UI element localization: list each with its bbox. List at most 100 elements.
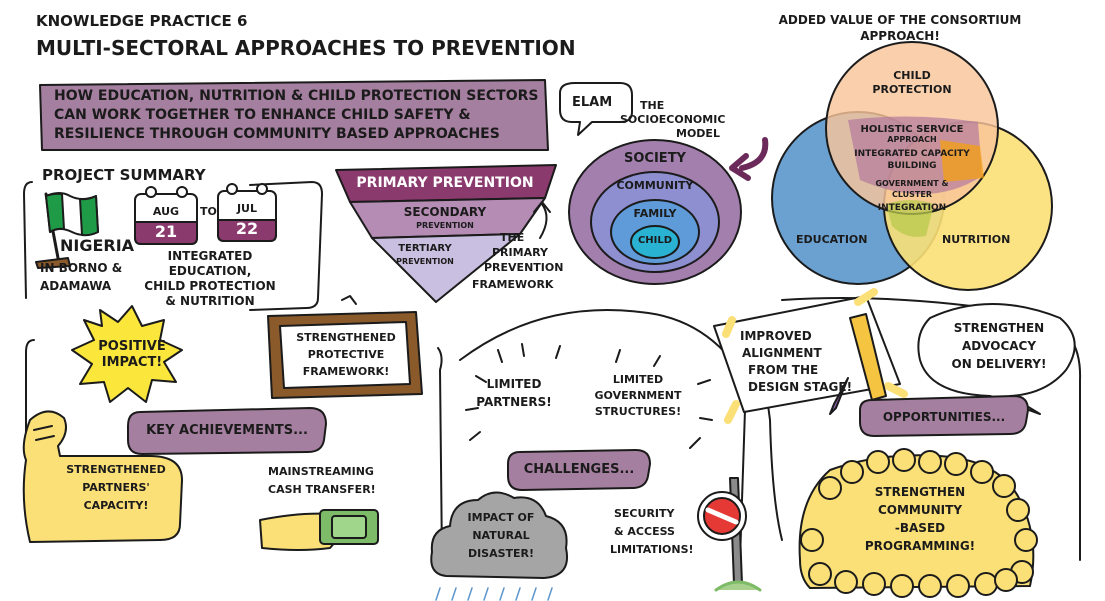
cloud-line-2: NATURAL: [472, 529, 530, 542]
socio-caption-line-2: SOCIOECONOMIC: [620, 113, 726, 126]
challenge-1-line-1: LIMITED: [486, 377, 542, 391]
crowd-line-1: STRENGTHEN: [874, 485, 966, 499]
achievements-frame: [25, 339, 443, 561]
advocacy-line-3: ON DELIVERY!: [951, 357, 1047, 371]
emphasis-marks: [465, 343, 713, 449]
cash-line-2: CASH TRANSFER!: [268, 483, 376, 496]
venn-label-nutrition: NUTRITION: [942, 233, 1011, 246]
ring-community-label: COMMUNITY: [616, 179, 694, 192]
tertiary-prevention-sublabel: PREVENTION: [396, 257, 454, 266]
consortium-title-line-2: APPROACH!: [860, 29, 940, 43]
overlap-item-1: HOLISTIC SERVICE: [860, 124, 964, 135]
banner-line-3: RESILIENCE THROUGH COMMUNITY BASED APPRO…: [54, 126, 500, 142]
burst-line-2: IMPACT!: [101, 355, 163, 370]
elam-speech-bubble: [559, 82, 633, 136]
start-year: 21: [154, 222, 178, 241]
ring-family-label: FAMILY: [633, 207, 677, 220]
overlap-item-5: GOVERNMENT &: [875, 179, 949, 188]
region-line-2: ADAMAWA: [40, 279, 112, 293]
security-line-3: LIMITATIONS!: [610, 543, 694, 556]
ring-child-label: CHILD: [637, 235, 673, 246]
opportunities-pill: [859, 395, 1029, 437]
cloud-line-3: DISASTER!: [467, 547, 535, 560]
prevention-pyramid: [335, 164, 557, 303]
challenges-pill: [507, 449, 651, 491]
security-line-2: & ACCESS: [614, 525, 675, 538]
socioeconomic-arrow: [739, 137, 769, 171]
crowd-line-2: COMMUNITY: [877, 503, 963, 517]
project-summary-label: PROJECT SUMMARY: [38, 167, 210, 184]
banner-line-1: HOW EDUCATION, NUTRITION & CHILD PROTECT…: [54, 88, 539, 104]
cash-hand-icon: [259, 509, 379, 551]
socioeconomic-rings: [568, 139, 742, 285]
paper-line-2: ALIGNMENT: [742, 346, 822, 360]
challenge-2-line-3: STRUCTURES!: [594, 405, 682, 418]
end-year: 22: [235, 219, 259, 238]
advocacy-line-1: STRENGTHEN: [953, 321, 1045, 335]
focus-line-2: EDUCATION,: [168, 264, 252, 278]
community-crowd-icon: [798, 448, 1038, 598]
venn-label-education: EDUCATION: [796, 233, 868, 246]
banner-line-2: CAN WORK TOGETHER TO ENHANCE CHILD SAFET…: [54, 107, 471, 123]
challenge-1-line-2: PARTNERS!: [476, 395, 552, 409]
tertiary-prevention-label: TERTIARY: [398, 243, 452, 254]
pyramid-tertiary-level: [371, 233, 521, 303]
kicker-title: KNOWLEDGE PRACTICE 6: [36, 12, 248, 30]
page-title: MULTI-SECTORAL APPROACHES TO PREVENTION: [36, 36, 576, 60]
project-summary-frame: [23, 181, 323, 311]
consortium-venn-diagram: [771, 41, 1053, 291]
secondary-prevention-sublabel: PREVENTION: [416, 221, 474, 230]
region-line-1: IN BORNO &: [40, 261, 123, 275]
frame-line-1: STRENGTHENED: [296, 331, 396, 344]
paper-line-4: DESIGN STAGE!: [748, 380, 853, 394]
arm-line-1: STRENGTHENED: [66, 463, 166, 476]
pyramid-caption-line-4: FRAMEWORK: [472, 278, 554, 291]
end-month: JUL: [236, 202, 258, 215]
focus-line-4: & NUTRITION: [165, 294, 255, 308]
burst-line-1: POSITIVE: [98, 339, 166, 354]
challenges-label: CHALLENGES...: [523, 462, 635, 477]
storm-cloud-icon: [430, 491, 568, 601]
to-word: TO: [200, 205, 217, 218]
nigeria-flag-icon: [35, 192, 99, 269]
focus-line-1: INTEGRATED: [167, 249, 253, 263]
challenge-2-line-1: LIMITED: [612, 373, 664, 386]
challenge-2-line-2: GOVERNMENT: [594, 389, 682, 402]
security-line-1: SECURITY: [614, 507, 675, 520]
no-entry-sign-icon: [697, 477, 762, 592]
design-paper-icon: [713, 288, 908, 424]
banner-box: [39, 79, 549, 151]
protective-framework-frame: [267, 295, 423, 399]
crowd-line-4: PROGRAMMING!: [864, 539, 976, 553]
overlap-item-7: INTEGRATION: [877, 203, 947, 213]
positive-impact-burst: [71, 305, 183, 403]
elam-label: ELAM: [572, 95, 613, 110]
advocacy-line-2: ADVOCACY: [961, 339, 1037, 353]
advocacy-speech-bubble: [917, 303, 1076, 415]
arm-line-2: PARTNERS': [82, 481, 150, 494]
venn-label-child-line-1: CHILD: [893, 69, 931, 82]
primary-prevention-label: PRIMARY PREVENTION: [356, 175, 534, 191]
pyramid-caption-arrow: [539, 203, 548, 239]
country-label: NIGERIA: [60, 236, 135, 255]
start-date-calendar-icon: [134, 186, 198, 245]
overlap-item-3: INTEGRATED CAPACITY: [854, 149, 970, 159]
focus-line-3: CHILD PROTECTION: [144, 279, 276, 293]
crowd-line-3: -BASED: [894, 521, 946, 535]
pyramid-caption-line-3: PREVENTION: [484, 261, 564, 274]
socio-caption-line-1: THE: [640, 99, 665, 112]
end-date-calendar-icon: [217, 183, 277, 242]
frame-line-2: PROTECTIVE: [307, 348, 385, 361]
pyramid-caption-line-2: PRIMARY: [492, 246, 548, 259]
key-achievements-pill: [127, 407, 327, 455]
paper-line-1: IMPROVED: [740, 329, 812, 343]
consortium-title-line-1: ADDED VALUE OF THE CONSORTIUM: [778, 13, 1022, 27]
pyramid-caption-line-1: THE: [500, 231, 525, 244]
venn-label-child-line-2: PROTECTION: [872, 83, 952, 96]
ring-society-label: SOCIETY: [624, 151, 686, 166]
overlap-item-6: CLUSTER: [891, 190, 933, 199]
cloud-line-1: IMPACT OF: [467, 511, 535, 524]
overlap-item-2: APPROACH: [887, 135, 937, 144]
